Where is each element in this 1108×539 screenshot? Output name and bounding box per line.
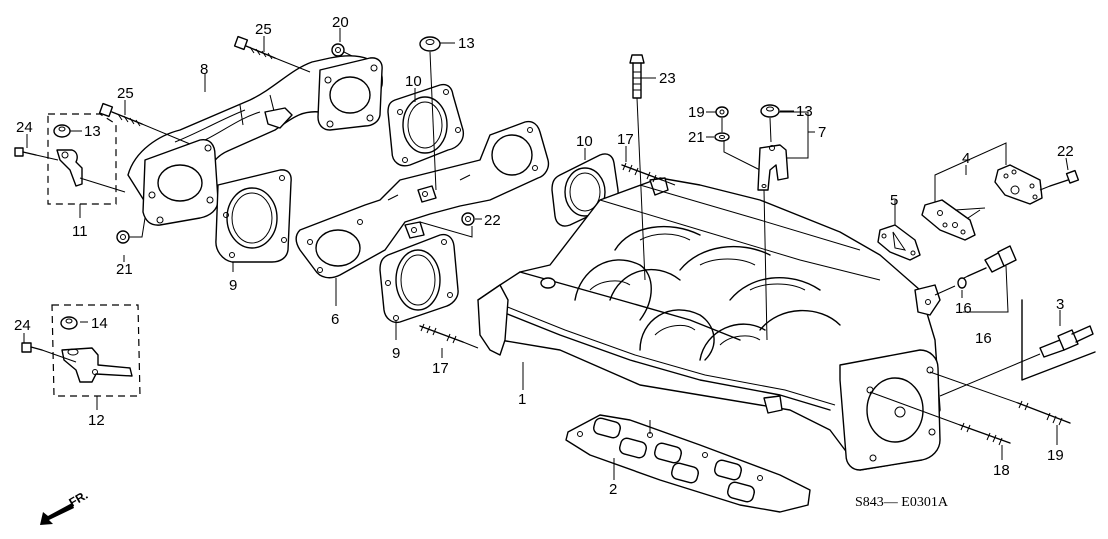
rubber-cap-stay-12[interactable]	[60, 316, 78, 330]
callout-2[interactable]: 2	[609, 481, 617, 498]
chamber-gasket-front[interactable]	[295, 120, 550, 279]
callout-12[interactable]: 12	[88, 412, 105, 429]
stay-set-lower[interactable]	[51, 304, 141, 397]
bolt-stay-12[interactable]	[21, 342, 77, 363]
washer[interactable]	[934, 277, 967, 296]
stud-bolt-lower[interactable]	[419, 323, 479, 349]
callout-4[interactable]: 4	[962, 150, 970, 167]
nut[interactable]	[715, 106, 729, 118]
callout-10-left[interactable]: 10	[405, 73, 422, 90]
leader-lines	[23, 28, 1069, 480]
callout-24-lower[interactable]: 24	[14, 317, 31, 334]
callout-20[interactable]: 22	[484, 212, 501, 229]
flange-bolt[interactable]	[629, 54, 646, 281]
stud-bolt-throttle-right[interactable]	[929, 371, 1071, 426]
washer-small[interactable]	[714, 118, 761, 171]
callout-25-upper[interactable]: 25	[255, 21, 272, 38]
flange-nut[interactable]	[419, 212, 475, 238]
diagram-code: S843— E0301A	[855, 495, 949, 510]
callout-8[interactable]: 8	[200, 61, 208, 78]
hose-fitting[interactable]	[939, 299, 1096, 397]
callout-5[interactable]: 5	[890, 192, 898, 209]
nut-lower[interactable]	[116, 217, 146, 244]
callout-3[interactable]: 3	[1056, 296, 1064, 313]
nut-upper[interactable]	[331, 43, 353, 57]
temperature-sensor-assembly[interactable]	[959, 245, 1017, 313]
callout-21[interactable]: 21	[688, 129, 705, 146]
bolt-pipe-lower[interactable]	[98, 102, 191, 145]
callout-9-left[interactable]: 9	[229, 277, 237, 294]
plate-gasket[interactable]	[877, 224, 921, 261]
bolt-stay-11[interactable]	[14, 147, 59, 161]
callout-16-upper[interactable]: 17	[617, 131, 634, 148]
callout-13-stay11[interactable]: 13	[84, 123, 101, 140]
stud-bolt-throttle-lower[interactable]	[869, 391, 1011, 446]
callout-23[interactable]: 23	[659, 70, 676, 87]
callout-7[interactable]: 7	[818, 124, 826, 141]
arrow-icon	[40, 503, 74, 525]
callout-labels: 8 25 25 20 24 13 11 21 9 6 9 10 13 22 10…	[14, 14, 1074, 498]
callout-1[interactable]: 1	[518, 391, 526, 408]
gasket-center[interactable]	[379, 233, 459, 324]
gasket-left[interactable]	[215, 169, 292, 263]
gasket-upper-left[interactable]	[387, 83, 465, 167]
bracket-assembly[interactable]	[757, 111, 815, 341]
callout-15[interactable]: 16	[955, 300, 972, 317]
stud-bolt-upper[interactable]	[621, 162, 676, 186]
callout-17-right[interactable]: 19	[1047, 447, 1064, 464]
callout-9-center[interactable]: 9	[392, 345, 400, 362]
stay-set-upper[interactable]	[47, 113, 126, 205]
callout-11[interactable]: 11	[72, 223, 88, 240]
callout-10-right[interactable]: 10	[576, 133, 593, 150]
callout-6[interactable]: 6	[331, 311, 339, 328]
bolt-pipe-upper[interactable]	[233, 35, 311, 73]
rubber-cap-top[interactable]	[419, 36, 441, 191]
callout-22[interactable]: 22	[1057, 143, 1074, 160]
rubber-cap-bracket-7[interactable]	[760, 104, 780, 143]
callout-16-lower[interactable]: 17	[432, 360, 449, 377]
callout-17-lower[interactable]: 18	[993, 462, 1010, 479]
callout-25-lower[interactable]: 25	[117, 85, 134, 102]
callout-18[interactable]: 19	[688, 104, 705, 121]
callout-13-bracket[interactable]: 13	[796, 103, 813, 120]
callout-24-upper[interactable]: 24	[16, 119, 33, 136]
bolt-plate[interactable]	[1039, 169, 1080, 191]
callout-19-upper[interactable]: 20	[332, 14, 349, 31]
callout-19-lower[interactable]: 21	[116, 261, 133, 278]
callout-13-top[interactable]: 13	[458, 35, 475, 52]
callout-13-stay12[interactable]: 14	[91, 315, 108, 332]
manifold-gasket[interactable]	[565, 414, 811, 513]
callout-14[interactable]: 16	[975, 330, 992, 347]
rubber-cap-stay-11[interactable]	[53, 124, 71, 138]
intake-pipe[interactable]	[127, 55, 383, 226]
intake-manifold[interactable]	[477, 177, 941, 471]
front-direction-arrow: FR.	[40, 488, 90, 525]
plate-assembly[interactable]	[921, 142, 1043, 241]
